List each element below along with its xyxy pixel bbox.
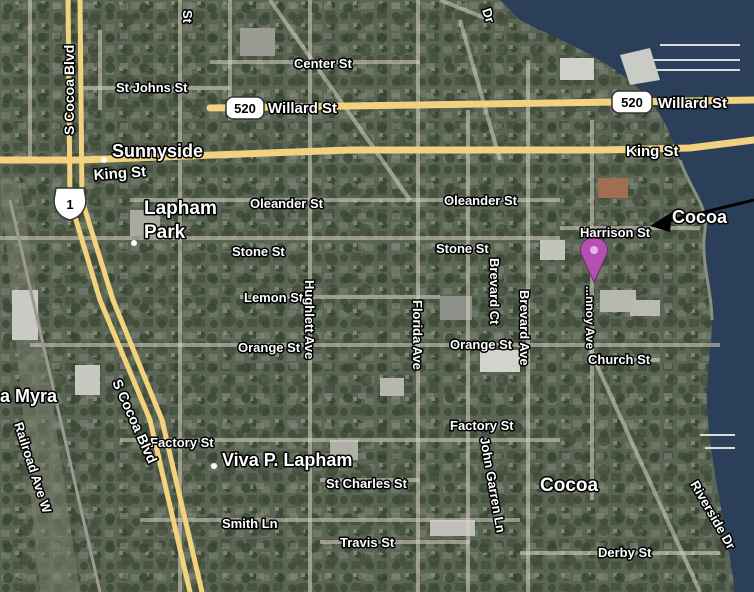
label-oleander-st-east: Oleander St [444, 193, 518, 208]
label-lapham-park-line2: Park [144, 222, 186, 243]
s-cocoa-blvd-road-b [77, 0, 205, 592]
label-st-johns-st: St Johns St [116, 80, 188, 95]
label-stone-st-east: Stone St [436, 241, 489, 256]
label-florida-ave: Florida Ave [410, 300, 425, 370]
label-oleander-st: Oleander St [250, 196, 324, 211]
label-willard-st-east: Willard St [658, 95, 727, 112]
label-king-st: King St [93, 163, 147, 184]
arrow-left-icon [650, 198, 754, 232]
label-viva-p-lapham: Viva P. Lapham [222, 450, 352, 470]
label-s-cocoa-blvd-north: S Cocoa Blvd [61, 45, 77, 135]
s-cocoa-blvd-road-a [65, 0, 193, 592]
label-brevard-ave: Brevard Ave [517, 290, 532, 366]
label-top-st: St [180, 10, 195, 24]
label-cocoa-village: Cocoa [672, 207, 728, 227]
label-myra: a Myra [0, 386, 58, 406]
label-derby-st: Derby St [598, 545, 652, 560]
marina-building [620, 48, 660, 85]
us-1-shield: 1 [53, 187, 87, 221]
map-pin-icon[interactable] [580, 237, 608, 284]
label-center-st: Center St [294, 56, 352, 71]
route-520-shield-east: 520 [611, 90, 653, 114]
street-grid [0, 0, 720, 592]
label-hughlett-ave: Hughlett Ave [302, 280, 317, 359]
place-dot-sunnyside [101, 157, 107, 163]
place-dot-lapham-park [131, 240, 137, 246]
label-delannoy-ave: ...nnoy Ave [583, 286, 597, 349]
label-lemon-st: Lemon St [244, 290, 304, 305]
label-travis-st: Travis St [340, 535, 395, 550]
svg-text:1: 1 [66, 197, 73, 212]
railroad-track [8, 199, 102, 592]
label-harrison-st: Harrison St [580, 225, 651, 240]
label-cocoa: Cocoa [540, 475, 599, 496]
river-shore [678, 159, 714, 321]
svg-text:520: 520 [234, 101, 256, 116]
label-top-dr: Dr [479, 6, 498, 24]
label-lapham-park-line1: Lapham [144, 198, 217, 219]
rail-corridor [0, 180, 80, 592]
label-willard-st: Willard St [268, 100, 337, 117]
label-king-st-east: King St [626, 143, 679, 160]
place-dot-viva-lapham [211, 463, 217, 469]
label-church-st: Church St [588, 352, 651, 367]
willard-st-road [206, 96, 754, 112]
label-sunnyside: Sunnyside [112, 141, 203, 161]
route-520-shield: 520 [225, 96, 265, 120]
svg-text:520: 520 [621, 95, 643, 110]
label-factory-st-east: Factory St [450, 418, 514, 433]
label-stone-st: Stone St [232, 244, 285, 259]
label-orange-st: Orange St [238, 340, 301, 355]
marina-docks [640, 44, 740, 449]
buildings [12, 28, 660, 536]
label-st-charles-st: St Charles St [326, 476, 408, 491]
label-orange-st-east: Orange St [450, 337, 513, 352]
label-brevard-ct: Brevard Ct [487, 258, 502, 325]
label-factory-st: Factory St [150, 435, 214, 450]
label-smith-ln: Smith Ln [222, 516, 278, 531]
